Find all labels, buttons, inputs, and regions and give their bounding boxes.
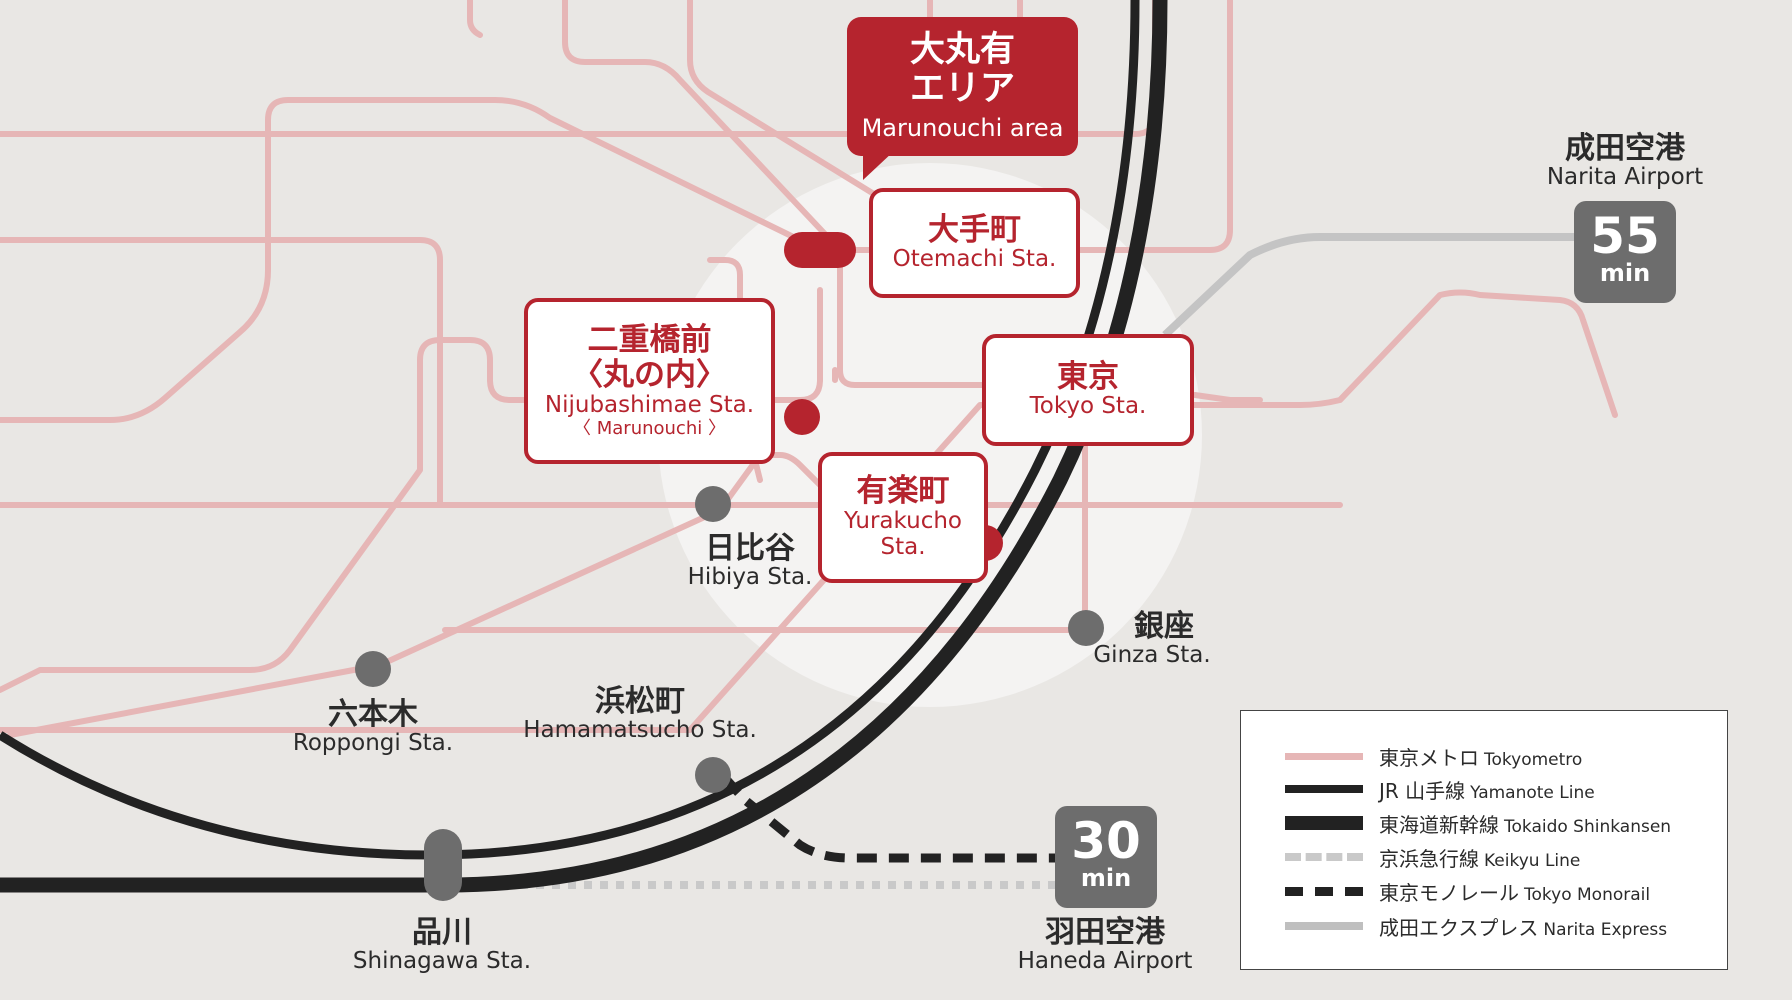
station-name-en: Ginza Sta. xyxy=(1093,642,1211,668)
ginza-label[interactable]: 銀座 Ginza Sta. xyxy=(1093,610,1210,668)
station-name-jp: 六本木 xyxy=(327,697,418,732)
legend-swatch-narita-express xyxy=(1285,922,1363,930)
airport-name-en: Narita Airport xyxy=(1546,164,1704,190)
nijubashimae-dot xyxy=(784,399,820,435)
station-name-en: Roppongi Sta. xyxy=(292,730,454,756)
legend-label-en: Tokyo Monorail xyxy=(1524,884,1651,905)
station-name-jp: 日比谷 xyxy=(705,531,795,566)
legend-label-en: Keikyu Line xyxy=(1484,850,1581,871)
station-name-en: Nijubashimae Sta. xyxy=(544,391,755,418)
callout-jp: 大丸有 エリア xyxy=(909,29,1015,110)
travel-time-minutes: 30 xyxy=(1071,812,1141,870)
legend-label-en: Yamanote Line xyxy=(1470,782,1595,803)
travel-time-minutes: 55 xyxy=(1590,207,1660,265)
callout-pointer xyxy=(863,152,893,180)
station-name-jp: 品川 xyxy=(411,915,472,950)
tokyo-station-box[interactable]: 東京 Tokyo Sta. xyxy=(982,334,1194,446)
narita-travel-time-badge: 55 min xyxy=(1574,201,1676,303)
station-name-en: Otemachi Sta. xyxy=(892,246,1057,273)
station-name-jp: 二重橋前 〈丸の内〉 xyxy=(572,322,727,394)
legend-label-en: Tokyometro xyxy=(1484,749,1583,770)
shinagawa-dot xyxy=(424,829,462,901)
legend-swatch-monorail xyxy=(1285,886,1363,896)
airport-name-jp: 成田空港 xyxy=(1564,131,1685,166)
shinkansen-line xyxy=(0,0,1168,893)
station-name-en: Hamamatsucho Sta. xyxy=(523,717,757,743)
station-name-jp: 浜松町 xyxy=(595,684,685,719)
legend-label-jp: 東京モノレール xyxy=(1379,880,1519,905)
legend-swatch-keikyu xyxy=(1285,853,1363,861)
legend-swatch-shinkansen xyxy=(1285,816,1363,830)
legend-label-jp: 東京メトロ xyxy=(1379,745,1479,770)
area-highlight xyxy=(658,163,1202,707)
marunouchi-area-callout: 大丸有 エリア Marunouchi area xyxy=(847,17,1078,156)
station-name-jp: 東京 xyxy=(1057,358,1119,395)
legend-label-jp: 京浜急行線 xyxy=(1379,846,1479,871)
legend-swatch-metro xyxy=(1285,752,1363,760)
ginza-dot xyxy=(1068,610,1104,646)
hamamatsucho-dot xyxy=(695,757,731,793)
callout-en: Marunouchi area xyxy=(861,114,1064,143)
airport-name-en: Haneda Airport xyxy=(1017,948,1193,974)
legend-label-en: Tokaido Shinkansen xyxy=(1504,816,1672,837)
legend-label-jp: 成田エクスプレス xyxy=(1379,915,1539,940)
monorail-line xyxy=(721,774,1055,863)
travel-time-unit: min xyxy=(1599,259,1651,287)
hibiya-label[interactable]: 日比谷 Hibiya Sta. xyxy=(688,532,813,590)
legend-label-jp: 東海道新幹線 xyxy=(1379,812,1499,837)
station-name-jp: 銀座 xyxy=(1133,609,1194,644)
roppongi-dot xyxy=(355,651,391,687)
station-name-en: Tokyo Sta. xyxy=(1029,393,1147,420)
haneda-travel-time-badge: 30 min xyxy=(1055,806,1157,908)
legend-label-jp: JR 山手線 xyxy=(1379,778,1466,803)
station-name-sub: 〈 Marunouchi 〉 xyxy=(573,417,726,439)
roppongi-label[interactable]: 六本木 Roppongi Sta. xyxy=(293,698,453,756)
shinagawa-label[interactable]: 品川 Shinagawa Sta. xyxy=(353,916,531,974)
station-name-jp: 有楽町 xyxy=(856,473,950,510)
legend-swatch-yamanote xyxy=(1285,785,1363,793)
narita-express-line xyxy=(1162,233,1575,338)
narita-airport-label[interactable]: 成田空港 Narita Airport xyxy=(1547,132,1703,190)
yurakucho-station-box[interactable]: 有楽町 Yurakucho Sta. xyxy=(818,452,988,583)
otemachi-station-box[interactable]: 大手町 Otemachi Sta. xyxy=(869,188,1080,298)
travel-time-unit: min xyxy=(1080,864,1132,892)
station-name-en: Shinagawa Sta. xyxy=(352,948,532,974)
station-name-jp: 大手町 xyxy=(928,211,1021,248)
hibiya-dot xyxy=(695,486,731,522)
hamamatsucho-label[interactable]: 浜松町 Hamamatsucho Sta. xyxy=(523,685,757,743)
station-name-en: Yurakucho Sta. xyxy=(843,508,963,560)
legend-label-en: Narita Express xyxy=(1543,919,1668,940)
otemachi-dot xyxy=(784,232,856,268)
yamanote-line xyxy=(0,0,1140,860)
nijubashimae-station-box[interactable]: 二重橋前 〈丸の内〉 Nijubashimae Sta. 〈 Marunouch… xyxy=(524,298,775,464)
haneda-airport-label[interactable]: 羽田空港 Haneda Airport xyxy=(1018,916,1193,974)
airport-name-jp: 羽田空港 xyxy=(1044,915,1165,950)
station-name-en: Hibiya Sta. xyxy=(687,564,813,590)
